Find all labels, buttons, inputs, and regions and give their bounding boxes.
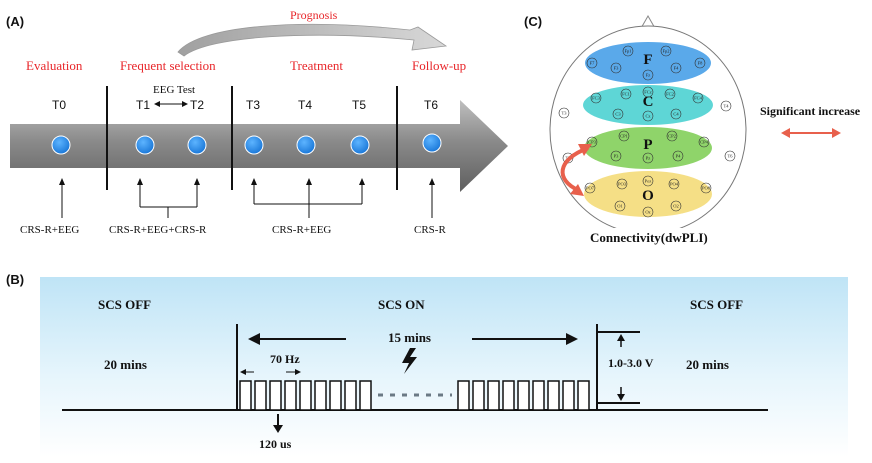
occipital-region: [584, 171, 712, 217]
phase-follow-up: Follow-up: [412, 58, 467, 73]
svg-text:P3: P3: [614, 154, 620, 159]
svg-text:CP4: CP4: [700, 140, 709, 145]
svg-text:PO7: PO7: [586, 186, 595, 191]
eeg-test-label: EEG Test: [153, 84, 196, 96]
timepoint-t1: T1: [136, 98, 151, 112]
prognosis-label: Prognosis: [290, 8, 338, 22]
frequency-label: 70 Hz: [270, 352, 300, 366]
timepoint-t3: T3: [246, 98, 261, 112]
svg-text:Cz: Cz: [646, 114, 651, 119]
region-label-p: P: [643, 137, 652, 153]
scs-off-left-label: SCS OFF: [98, 297, 152, 312]
panel-a-diagram: [10, 23, 508, 218]
significant-increase-label: Significant increase: [760, 104, 861, 118]
timepoint-dot-t6: [422, 133, 442, 153]
assessment-arrows: [59, 178, 435, 218]
timepoint-dot-t0: [51, 135, 71, 155]
svg-text:CP1: CP1: [620, 134, 628, 139]
svg-text:F7: F7: [590, 61, 596, 66]
svg-text:C3: C3: [615, 112, 621, 117]
timepoint-dot-t1: [135, 135, 155, 155]
timepoint-dot-t2: [187, 135, 207, 155]
significant-increase-arrow: [781, 128, 841, 138]
timepoint-dot-t4: [296, 135, 316, 155]
timepoint-dot-t5: [350, 135, 370, 155]
svg-text:F3: F3: [614, 66, 620, 71]
svg-text:T3: T3: [562, 111, 568, 116]
timepoint-t6: T6: [424, 98, 439, 112]
occipital-electrodes: PO7 PO3 Poz PO4 PO8 O1 Oz O2: [584, 175, 712, 218]
svg-text:Pz: Pz: [646, 156, 651, 161]
assessment-t1-t2: CRS-R+EEG+CRS-R: [109, 224, 207, 236]
svg-text:FC1: FC1: [622, 92, 630, 97]
frontal-region: [585, 42, 711, 84]
svg-text:Poz: Poz: [645, 179, 652, 184]
frontal-electrodes: Fp1 Fp2 F7 F3 Fz F4 F8: [586, 45, 706, 81]
svg-text:FCz: FCz: [644, 90, 652, 95]
svg-text:T6: T6: [728, 154, 734, 159]
panel-a-label: (A): [6, 14, 25, 29]
svg-text:F8: F8: [698, 61, 704, 66]
amplitude-label: 1.0-3.0 V: [608, 356, 654, 370]
central-electrodes: FC3 FC1 FCz FC2 FC4 C3 Cz C4 T3 T4: [558, 86, 732, 122]
panel-c-label: (C): [524, 14, 543, 29]
svg-text:FC4: FC4: [694, 96, 703, 101]
assessment-t0: CRS-R+EEG: [20, 224, 80, 236]
timepoint-t5: T5: [352, 98, 367, 112]
central-region: [583, 85, 713, 125]
timepoint-t0: T0: [52, 98, 67, 112]
svg-text:CP2: CP2: [668, 134, 676, 139]
panel-b-label: (B): [6, 272, 25, 287]
svg-text:PO8: PO8: [702, 186, 711, 191]
svg-text:FC3: FC3: [592, 96, 601, 101]
scs-panel-background: [40, 277, 848, 457]
head-map: F C P O Fp1 Fp2 F7 F3 Fz F4 F8 FC3 FC1 F…: [549, 14, 747, 228]
timepoint-t2: T2: [190, 98, 205, 112]
pulse-train-left: [239, 380, 372, 411]
prognosis-arrow: [177, 23, 448, 57]
pulse-train-right: [457, 380, 590, 411]
svg-text:T4: T4: [724, 104, 730, 109]
svg-text:P4: P4: [676, 154, 682, 159]
connectivity-arrow: [560, 146, 589, 192]
connectivity-caption: Connectivity(dwPLI): [590, 230, 708, 245]
svg-text:Fz: Fz: [646, 73, 651, 78]
scs-off-right-label: SCS OFF: [690, 297, 744, 312]
svg-text:C4: C4: [673, 112, 679, 117]
off-duration-right: 20 mins: [686, 357, 729, 372]
svg-text:PO4: PO4: [670, 182, 679, 187]
phase-frequent-selection: Frequent selection: [120, 58, 216, 73]
stimulation-diagram: [62, 324, 768, 433]
assessment-t6: CRS-R: [414, 224, 446, 236]
svg-text:PO3: PO3: [618, 182, 627, 187]
assessment-treatment: CRS-R+EEG: [272, 224, 332, 236]
lightning-bolt-icon: [402, 348, 417, 374]
on-duration: 15 mins: [388, 330, 431, 345]
phase-treatment: Treatment: [290, 58, 343, 73]
region-label-o: O: [642, 188, 654, 204]
svg-text:Oz: Oz: [645, 210, 650, 215]
timepoint-t4: T4: [298, 98, 313, 112]
svg-text:Fp1: Fp1: [624, 49, 631, 54]
svg-text:O2: O2: [673, 204, 679, 209]
scs-on-label: SCS ON: [378, 297, 425, 312]
off-duration-left: 20 mins: [104, 357, 147, 372]
timepoint-dot-t3: [244, 135, 264, 155]
phase-evaluation: Evaluation: [26, 58, 83, 73]
svg-text:Fp2: Fp2: [662, 49, 669, 54]
pulse-width-label: 120 us: [259, 437, 292, 451]
svg-text:F4: F4: [674, 66, 680, 71]
svg-text:O1: O1: [617, 204, 623, 209]
region-label-f: F: [643, 52, 652, 68]
parietal-region: [584, 127, 712, 169]
svg-text:FC2: FC2: [666, 92, 674, 97]
region-label-c: C: [643, 94, 654, 110]
svg-text:CP3: CP3: [588, 140, 597, 145]
